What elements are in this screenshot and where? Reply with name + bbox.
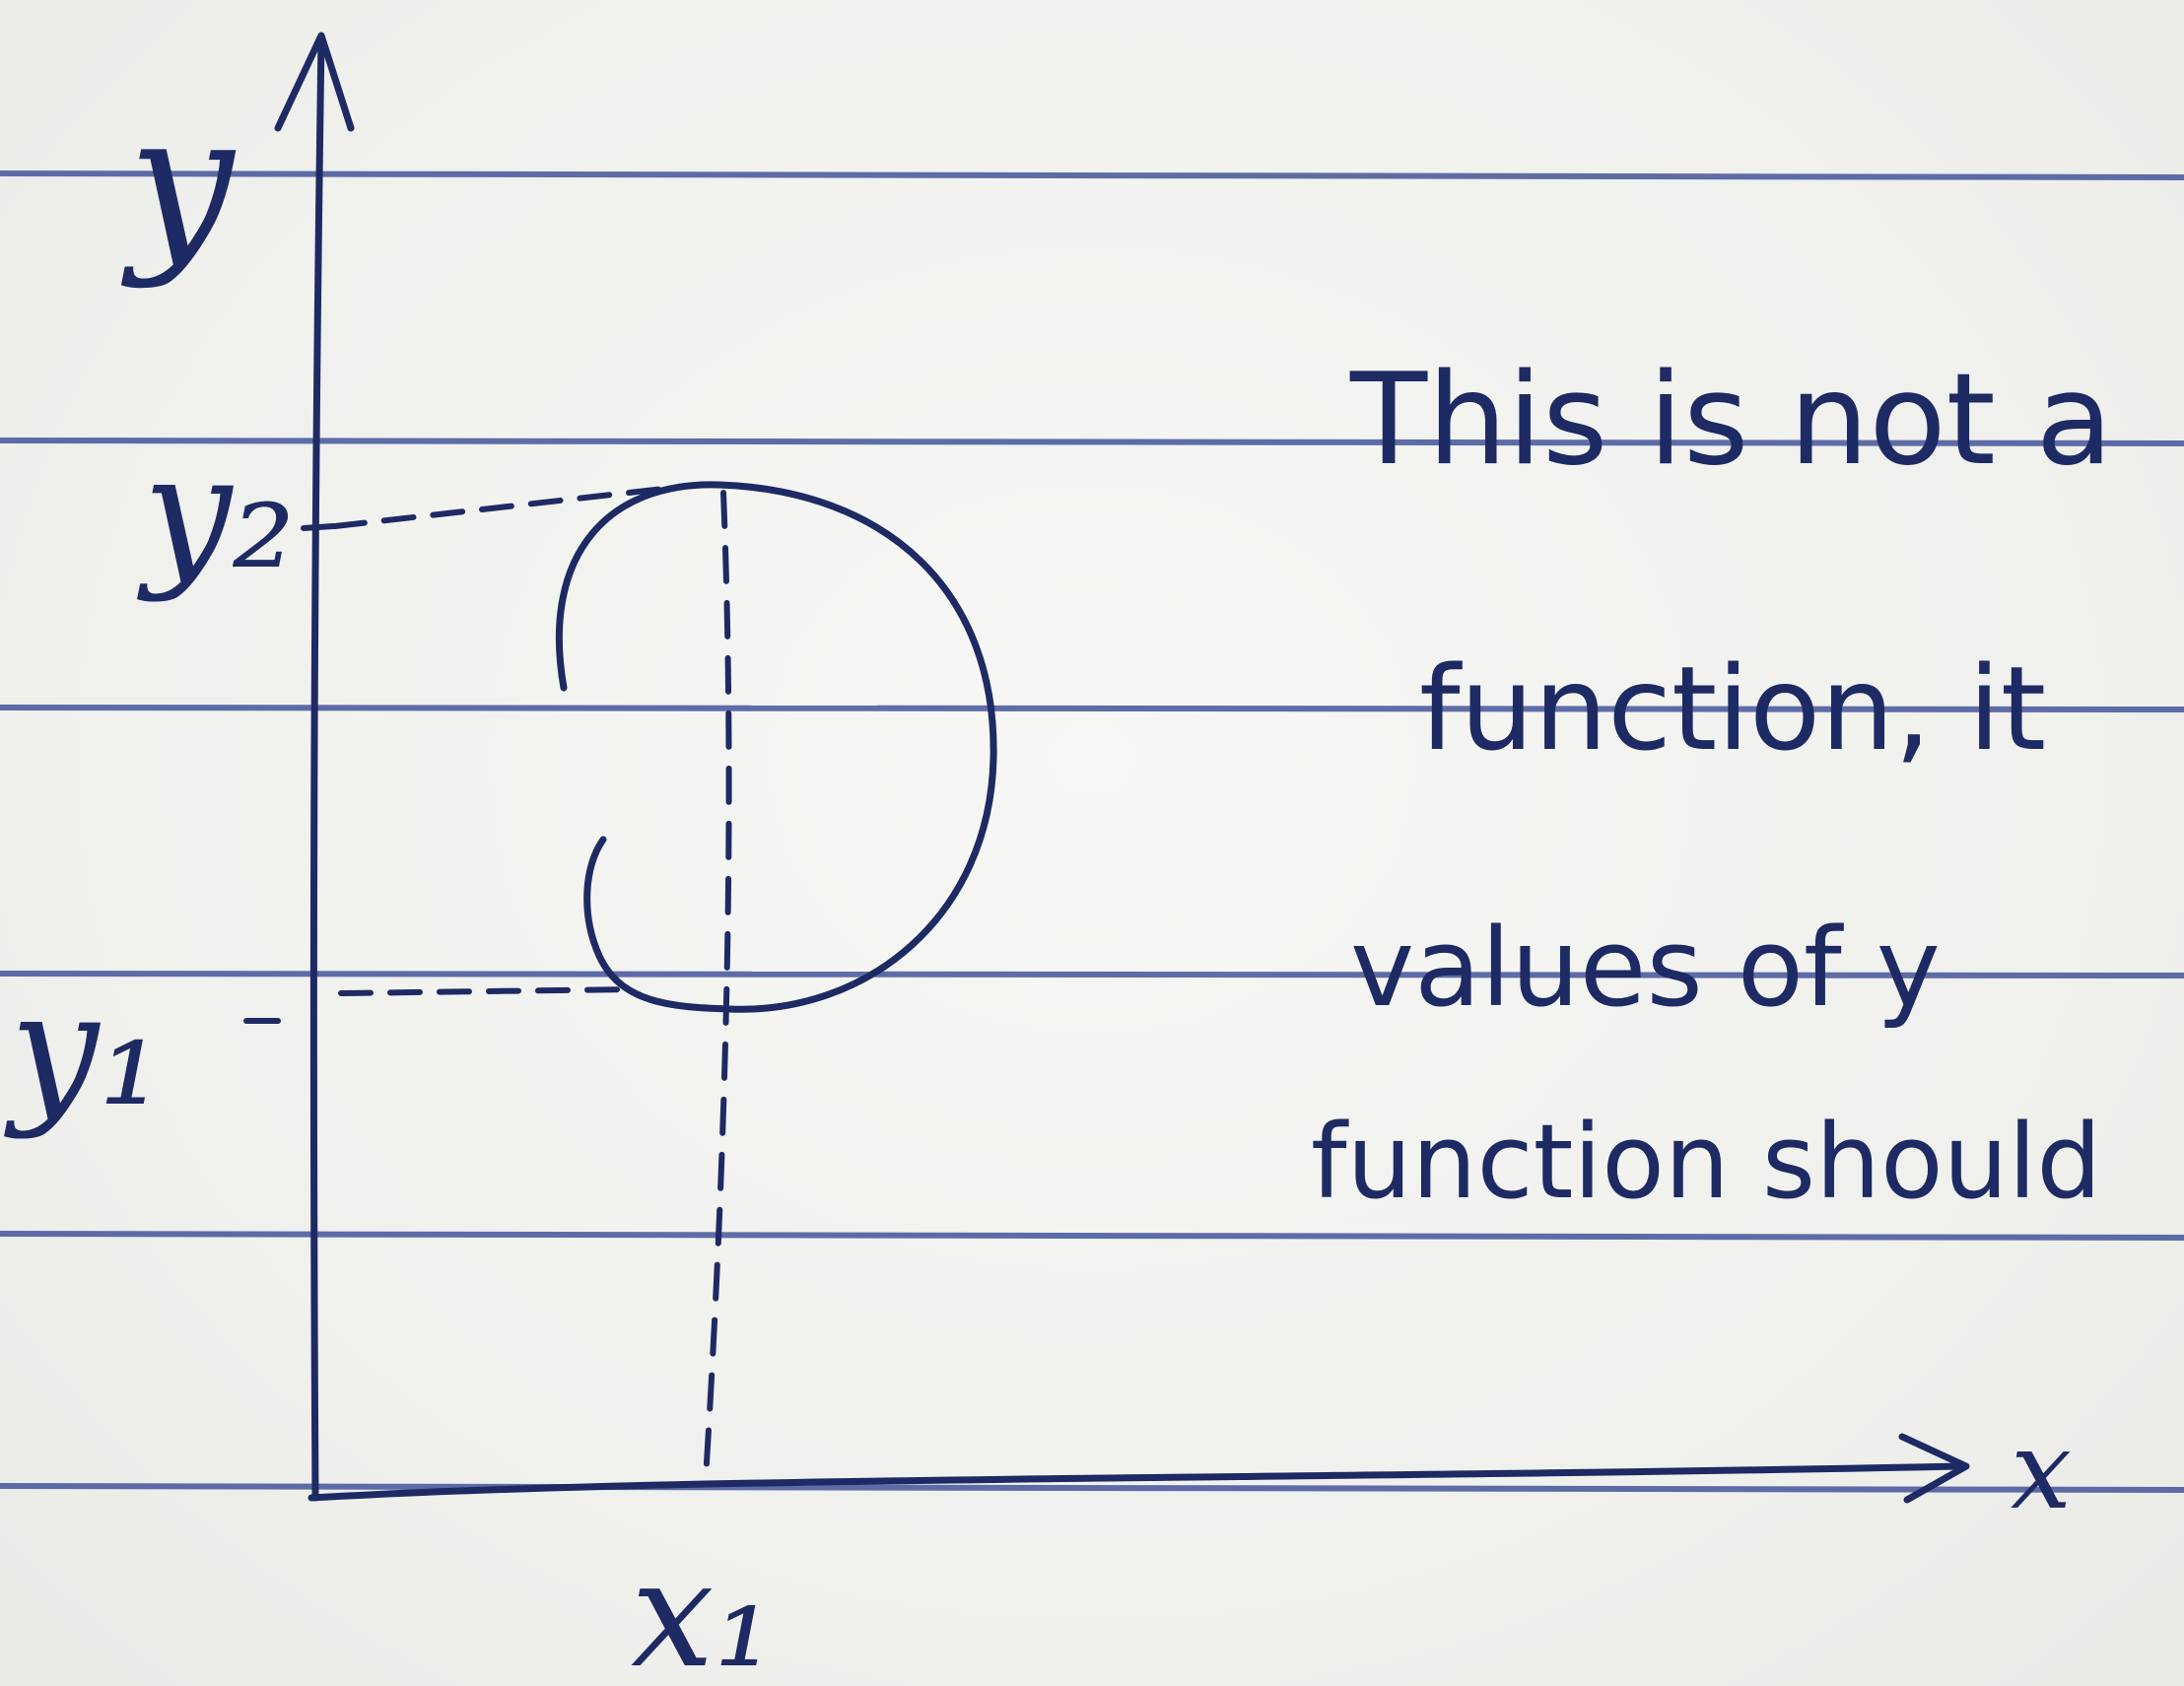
y-axis-arrowhead bbox=[274, 32, 355, 132]
note-line-3: values of y bbox=[1350, 905, 1941, 1031]
x1-label: x₁ bbox=[631, 1529, 774, 1686]
ruled-line bbox=[0, 1483, 2184, 1493]
ruled-line bbox=[0, 971, 2184, 978]
y-axis-label: y bbox=[120, 73, 237, 291]
x-axis-label: x bbox=[2011, 1407, 2072, 1533]
dashed-guide-y1 bbox=[338, 986, 636, 996]
y2-tick bbox=[301, 523, 336, 531]
note-line-4: function should bbox=[1311, 1102, 2101, 1222]
relation-curve bbox=[556, 481, 997, 1013]
note-line-2: function, it bbox=[1419, 641, 2046, 776]
ruled-line bbox=[0, 1231, 2184, 1241]
x-axis-line bbox=[307, 1462, 1965, 1502]
ruled-line bbox=[0, 438, 2184, 446]
y-axis-line bbox=[309, 35, 325, 1502]
ruled-line bbox=[0, 705, 2184, 712]
y1-label: y₁ bbox=[4, 957, 163, 1141]
y2-label: y₂ bbox=[137, 420, 296, 604]
x-axis-arrowhead bbox=[1898, 1433, 1970, 1504]
dashed-guide-y2 bbox=[332, 482, 701, 529]
ruled-lines bbox=[0, 170, 2184, 1493]
note-line-1: This is not a bbox=[1349, 347, 2113, 494]
handwritten-note: This is not a function, it values of y f… bbox=[1311, 347, 2113, 1222]
dashed-guide-x1 bbox=[703, 490, 732, 1481]
ruled-line bbox=[0, 170, 2184, 180]
